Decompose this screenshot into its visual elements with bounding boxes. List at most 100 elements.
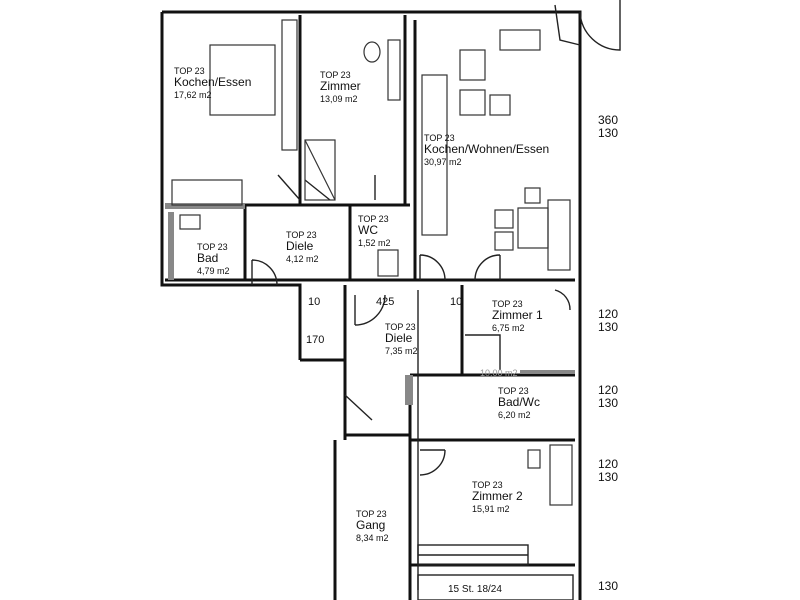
- bathtub: [171, 179, 243, 206]
- shower-diagonal: [304, 139, 336, 201]
- room-area: 4,12 m2: [286, 254, 319, 265]
- kitchen-counter: [421, 74, 448, 236]
- room-top: TOP 23: [174, 66, 205, 76]
- room-name: Gang: [356, 518, 386, 533]
- room-area: 13,09 m2: [320, 94, 358, 105]
- room-area: 6,75 m2: [492, 323, 525, 334]
- hatched-wall: [405, 375, 413, 405]
- dim-425: 425: [376, 296, 395, 308]
- door-swing: [354, 294, 386, 326]
- dimension-label: 120 130: [598, 457, 619, 485]
- door-swing: [344, 394, 373, 421]
- room-top: TOP 23: [320, 70, 351, 80]
- room-kochen-wohnen-essen: TOP 23 Kochen/Wohnen/Essen 30,97 m2: [424, 133, 549, 167]
- room-area: 30,97 m2: [424, 157, 462, 168]
- room-name: Bad/Wc: [498, 395, 541, 410]
- door-swing: [465, 334, 501, 370]
- room-area: 1,52 m2: [358, 238, 391, 249]
- room-top: TOP 23: [356, 509, 387, 519]
- door-swing: [419, 449, 446, 476]
- room-diele-large: TOP 23 Diele 7,35 m2: [385, 322, 418, 356]
- room-area: 4,79 m2: [197, 266, 230, 277]
- dimension-label: 120 130: [598, 383, 619, 411]
- room-top: TOP 23: [286, 230, 317, 240]
- room-area: 17,62 m2: [174, 90, 212, 101]
- room-name: Zimmer: [320, 79, 361, 94]
- desk: [549, 444, 573, 506]
- stair-step: [554, 4, 581, 46]
- room-area: 6,20 m2: [498, 410, 531, 421]
- dim-value: 120: [598, 307, 619, 321]
- room-area: 15,91 m2: [472, 504, 510, 515]
- faded-area-label: 10,00 m2: [480, 368, 518, 378]
- stairs-label: 15 St. 18/24: [448, 584, 502, 595]
- dimension-label: 130: [598, 579, 619, 593]
- dim-170: 170: [306, 334, 325, 346]
- chair: [494, 231, 514, 251]
- room-zimmer: TOP 23 Zimmer 13,09 m2: [320, 70, 361, 104]
- chair: [524, 187, 541, 204]
- room-top: TOP 23: [358, 214, 389, 224]
- door-swing: [304, 175, 376, 201]
- room-name: WC: [358, 223, 378, 238]
- toilet: [377, 249, 399, 277]
- room-top: TOP 23: [197, 242, 228, 252]
- hatched-wall: [168, 212, 174, 280]
- room-zimmer-2: TOP 23 Zimmer 2 15,91 m2: [472, 480, 523, 514]
- dim-value: 130: [598, 579, 619, 593]
- room-bad-wc: TOP 23 Bad/Wc 6,20 m2: [498, 386, 540, 420]
- dim-10: 10: [308, 296, 321, 308]
- shelf: [527, 449, 541, 469]
- chair: [489, 94, 511, 116]
- room-bad: TOP 23 Bad 4,79 m2: [197, 242, 230, 276]
- dim-value: 120: [598, 457, 619, 471]
- dim-value: 360: [598, 113, 619, 127]
- dim-value: 130: [598, 396, 619, 411]
- room-diele-small: TOP 23 Diele 4,12 m2: [286, 230, 319, 264]
- sofa: [499, 29, 541, 51]
- room-top: TOP 23: [424, 133, 455, 143]
- room-name: Zimmer 2: [472, 489, 523, 504]
- room-name: Kochen/Essen: [174, 75, 252, 90]
- wardrobe: [281, 19, 298, 151]
- table: [517, 207, 549, 249]
- room-name: Diele: [385, 331, 413, 346]
- door-swing: [554, 289, 571, 311]
- hatched-wall: [520, 370, 575, 374]
- sideboard: [547, 199, 571, 271]
- dimension-label: 120 130: [598, 307, 619, 335]
- room-kochen-essen: TOP 23 Kochen/Essen 17,62 m2: [174, 66, 251, 100]
- curved-stair: [579, 0, 621, 51]
- dim-value: 130: [598, 320, 619, 335]
- room-area: 7,35 m2: [385, 346, 418, 357]
- dim-value: 120: [598, 383, 619, 397]
- shower: [304, 139, 336, 201]
- outer-wall-left: [160, 12, 302, 290]
- dim-value: 130: [598, 126, 619, 141]
- room-top: TOP 23: [492, 299, 523, 309]
- room-zimmer-1: TOP 23 Zimmer 1 6,75 m2: [492, 299, 543, 333]
- door-swing: [419, 254, 446, 281]
- room-name: Diele: [286, 239, 314, 254]
- shelf: [387, 39, 401, 101]
- hatched-wall: [165, 203, 245, 209]
- door-swing: [251, 259, 278, 286]
- room-gang: TOP 23 Gang 8,34 m2: [356, 509, 389, 543]
- dimension-label: 360 130: [598, 113, 619, 141]
- room-top: TOP 23: [472, 480, 503, 490]
- sink: [179, 214, 201, 230]
- dim-10: 10: [450, 296, 463, 308]
- room-top: TOP 23: [385, 322, 416, 332]
- room-area: 8,34 m2: [356, 533, 389, 544]
- room-wc: TOP 23 WC 1,52 m2: [358, 214, 391, 248]
- room-top: TOP 23: [498, 386, 529, 396]
- room-name: Kochen/Wohnen/Essen: [424, 142, 550, 157]
- dim-value: 130: [598, 470, 619, 485]
- table: [459, 89, 486, 116]
- dining-table: [209, 44, 276, 116]
- room-name: Zimmer 1: [492, 308, 543, 323]
- room-name: Bad: [197, 251, 219, 266]
- armchair: [459, 49, 486, 81]
- chair: [494, 209, 514, 229]
